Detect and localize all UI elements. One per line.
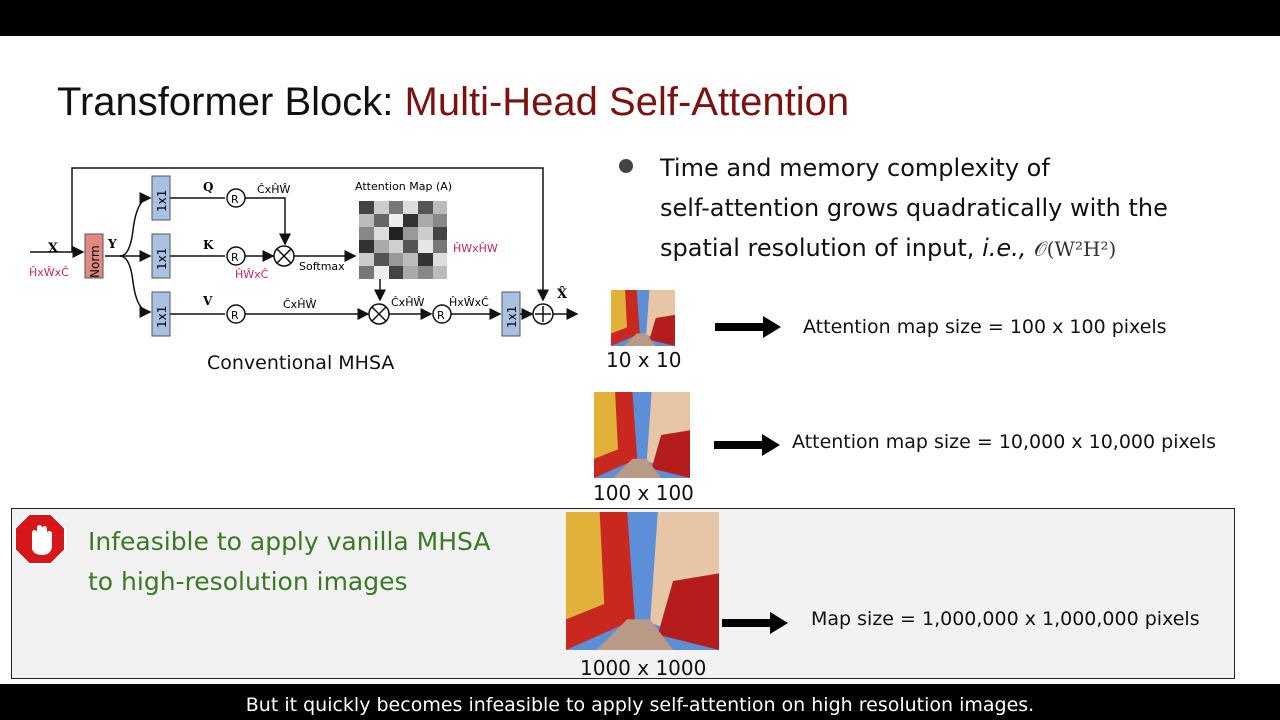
complexity-bullet: Time and memory complexity of self-atten…: [660, 148, 1260, 269]
bullet-ie: i.e.,: [982, 234, 1027, 262]
street-image-medium: [594, 392, 690, 478]
resolution-label-2: 100 x 100: [593, 481, 694, 505]
attention-map-grid: [359, 201, 447, 279]
bullet-line-1: Time and memory complexity of: [660, 154, 1050, 182]
q-dims: ĈxĤŴ: [257, 183, 290, 196]
top-letterbox-bar: [0, 0, 1280, 36]
map-size-text-1: Attention map size = 100 x 100 pixels: [803, 316, 1167, 338]
norm-block: [84, 233, 104, 279]
conv-q-label: 1x1: [155, 190, 169, 212]
street-image-small: [611, 290, 675, 346]
reshape-v-label: R: [231, 309, 239, 322]
bullet-line-2: self-attention grows quadratically with …: [660, 194, 1168, 222]
skip-connection: [71, 167, 549, 302]
reshape-k-label: R: [231, 251, 239, 264]
map-size-text-2: Attention map size = 10,000 x 10,000 pix…: [792, 431, 1217, 453]
subtitle-bar: [0, 684, 1280, 720]
k-label: K: [203, 238, 214, 252]
conv-k-label: 1x1: [155, 248, 169, 270]
diagram-caption: Conventional MHSA: [207, 352, 395, 374]
arrow-right-icon: [715, 316, 781, 338]
bullet-dot: [619, 159, 633, 173]
k-dims: ĤŴxĈ: [235, 268, 269, 281]
street-image-large: [566, 512, 719, 650]
input-label: X: [48, 241, 59, 256]
attention-map-label: Attention Map (A): [355, 180, 452, 193]
stop-hand-icon: [14, 513, 66, 565]
slide-title: Transformer Block: Multi-Head Self-Atten…: [57, 80, 849, 125]
out-dims-1: ĈxĤŴ: [391, 296, 424, 309]
v-dims: ĈxĤŴ: [283, 298, 316, 311]
softmax-label: Softmax: [299, 260, 345, 273]
input-dims: ĤxŴxĈ: [29, 266, 69, 279]
attention-map-dims: ĤWxĤW: [453, 242, 498, 255]
callout-text: Infeasible to apply vanilla MHSA to high…: [88, 522, 491, 602]
conv-v-label: 1x1: [155, 306, 169, 328]
bullet-line-3: spatial resolution of input, i.e., 𝒪(W²H…: [660, 228, 1260, 269]
reshape-q-label: R: [231, 193, 239, 206]
arrow-right-icon: [722, 612, 788, 634]
y-label: Y: [107, 237, 117, 251]
arrow-right-icon: [714, 434, 780, 456]
output-label: X̂: [557, 286, 568, 302]
title-prefix: Transformer Block:: [57, 80, 394, 124]
title-main: Multi-Head Self-Attention: [404, 80, 850, 124]
complexity-formula: 𝒪(W²H²): [1034, 237, 1117, 261]
q-label: Q: [203, 180, 213, 194]
callout-line-2: to high-resolution images: [88, 567, 408, 596]
resolution-label-1: 10 x 10: [606, 348, 682, 372]
video-subtitle: But it quickly becomes infeasible to app…: [245, 694, 1035, 716]
resolution-label-3: 1000 x 1000: [580, 656, 707, 680]
conv-out-label: 1x1: [505, 306, 519, 328]
out-dims-2: ĤxŴxĈ: [449, 296, 489, 309]
callout-line-1: Infeasible to apply vanilla MHSA: [88, 527, 491, 556]
v-label: V: [202, 294, 213, 308]
mhsa-diagram: X ĤxŴxĈ Norm Y 1x1 1x1 1x1 Q R ĈxĤŴ K R …: [29, 167, 579, 337]
bullet-line-3-text: spatial resolution of input,: [660, 234, 983, 262]
map-size-text-3: Map size = 1,000,000 x 1,000,000 pixels: [811, 608, 1200, 630]
reshape-out-label: R: [437, 309, 445, 322]
norm-label: Norm: [88, 245, 102, 278]
